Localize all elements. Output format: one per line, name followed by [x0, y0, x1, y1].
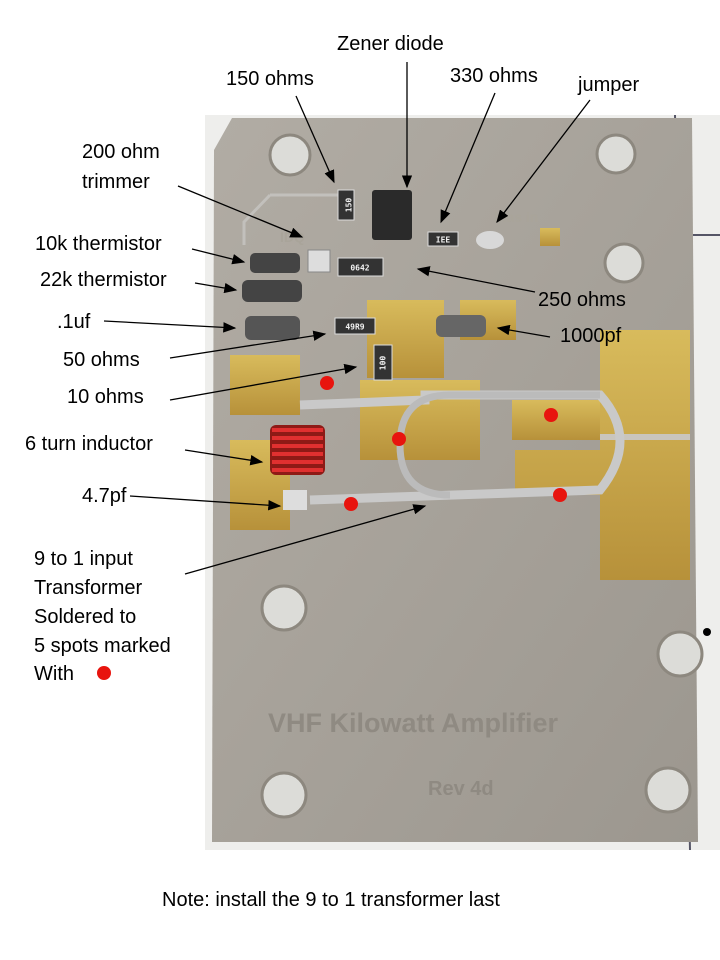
label-150-ohms: 150 ohms	[226, 68, 314, 90]
label-0.1uf: .1uf	[57, 311, 91, 333]
code-iee: IEE	[436, 236, 451, 245]
code-0642: 0642	[350, 264, 369, 273]
zener-diode	[372, 190, 412, 240]
label-250-ohms: 250 ohms	[538, 289, 626, 311]
label-50-ohms: 50 ohms	[63, 349, 140, 371]
components	[242, 189, 625, 510]
red-marker	[544, 408, 558, 422]
red-marker	[392, 432, 406, 446]
code-100: 100	[379, 356, 388, 371]
thermistor-22k	[242, 280, 302, 302]
red-marker	[344, 497, 358, 511]
resistor-250	[337, 257, 384, 277]
label-1000pf: 1000pf	[560, 325, 622, 347]
label-10k-thermistor: 10k thermistor	[35, 233, 162, 255]
inductor-6-turn	[270, 425, 325, 475]
label-330-ohms: 330 ohms	[450, 65, 538, 87]
label-trimmer-line1: 200 ohm	[82, 141, 160, 163]
resistor-330	[427, 231, 459, 247]
label-4.7pf: 4.7pf	[82, 485, 127, 507]
code-49r9: 49R9	[345, 323, 364, 332]
label-transformer-line4: 5 spots marked	[34, 635, 171, 657]
install-note: Note: install the 9 to 1 transformer las…	[162, 889, 500, 911]
label-6-turn-inductor: 6 turn inductor	[25, 433, 153, 455]
thermistor-10k	[250, 253, 300, 273]
label-transformer-line2: Transformer	[34, 577, 143, 599]
resistor-50	[334, 317, 376, 335]
leader-arrows	[103, 62, 591, 575]
pcb-board	[212, 118, 698, 842]
trimmer	[307, 249, 331, 273]
label-22k-thermistor: 22k thermistor	[40, 269, 167, 291]
code-150: 150	[345, 198, 354, 213]
red-marker-legend	[97, 666, 111, 680]
label-transformer-line5: With	[34, 663, 74, 685]
label-trimmer-line2: trimmer	[82, 171, 150, 193]
capacitor-0.1uf	[245, 316, 300, 340]
red-marker	[553, 488, 567, 502]
label-transformer-line3: Soldered to	[34, 606, 137, 628]
label-10-ohms: 10 ohms	[67, 386, 144, 408]
solder-markers	[97, 376, 567, 680]
mounting-holes	[260, 133, 704, 819]
capacitor-1000pf	[436, 315, 486, 337]
label-transformer-line1: 9 to 1 input	[34, 548, 133, 570]
red-marker	[320, 376, 334, 390]
resistor-150	[337, 189, 355, 221]
resistor-10	[373, 344, 393, 381]
silk-title: VHF Kilowatt Amplifier	[268, 708, 559, 738]
silk-rev: Rev 4d	[428, 778, 494, 800]
label-zener-diode: Zener diode	[337, 33, 444, 55]
label-jumper: jumper	[578, 74, 640, 96]
